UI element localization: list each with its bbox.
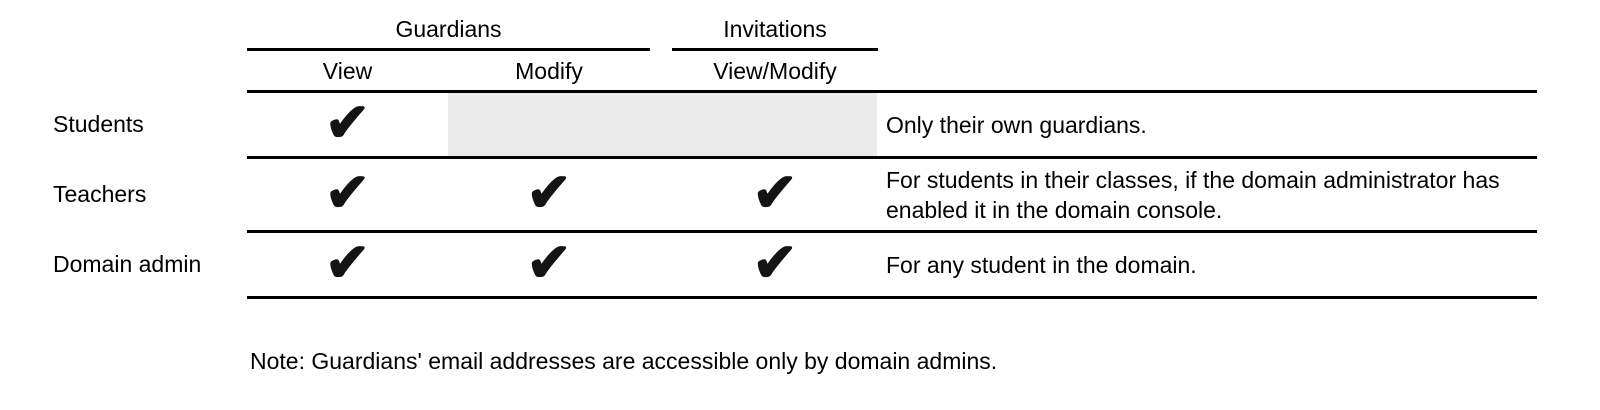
students-note: Only their own guardians.	[886, 111, 1147, 138]
table-rule-after-students	[247, 156, 1537, 159]
teachers-invitations-cell: ✔	[672, 159, 878, 230]
teachers-note: For students in their classes, if the do…	[886, 166, 1500, 223]
check-icon: ✔	[752, 162, 798, 223]
students-invitations-cell	[672, 93, 878, 156]
domain-admin-note: For any student in the domain.	[886, 251, 1197, 278]
invitations-underline	[672, 48, 878, 51]
students-guardians-modify-cell	[448, 93, 650, 156]
check-icon: ✔	[526, 162, 572, 223]
domain-admin-guardians-modify-cell: ✔	[448, 233, 650, 296]
footnote: Note: Guardians' email addresses are acc…	[250, 348, 998, 374]
table-rule-after-teachers	[247, 230, 1537, 233]
column-header-view-modify: View/Modify	[713, 57, 837, 84]
check-icon: ✔	[752, 232, 798, 293]
row-label-teachers: Teachers	[53, 181, 147, 207]
column-header-view: View	[322, 57, 373, 84]
guardians-underline	[247, 48, 650, 51]
row-label-students: Students	[53, 111, 144, 137]
domain-admin-invitations-cell: ✔	[672, 233, 878, 296]
teachers-guardians-view-cell: ✔	[247, 159, 448, 230]
column-header-modify: Modify	[515, 57, 583, 84]
not-applicable-shaded-cell	[448, 93, 877, 156]
row-label-domain-admin: Domain admin	[53, 251, 202, 277]
check-icon: ✔	[324, 92, 371, 153]
check-icon: ✔	[324, 162, 371, 223]
check-icon: ✔	[324, 232, 371, 293]
table-rule-bottom	[247, 296, 1537, 299]
domain-admin-guardians-view-cell: ✔	[247, 233, 448, 296]
column-group-invitations-label: Invitations	[723, 15, 827, 42]
check-icon: ✔	[526, 232, 572, 293]
column-group-guardians-label: Guardians	[395, 15, 502, 42]
table-rule-header	[247, 90, 1537, 93]
teachers-guardians-modify-cell: ✔	[448, 159, 650, 230]
students-guardians-view-cell: ✔	[247, 93, 448, 156]
